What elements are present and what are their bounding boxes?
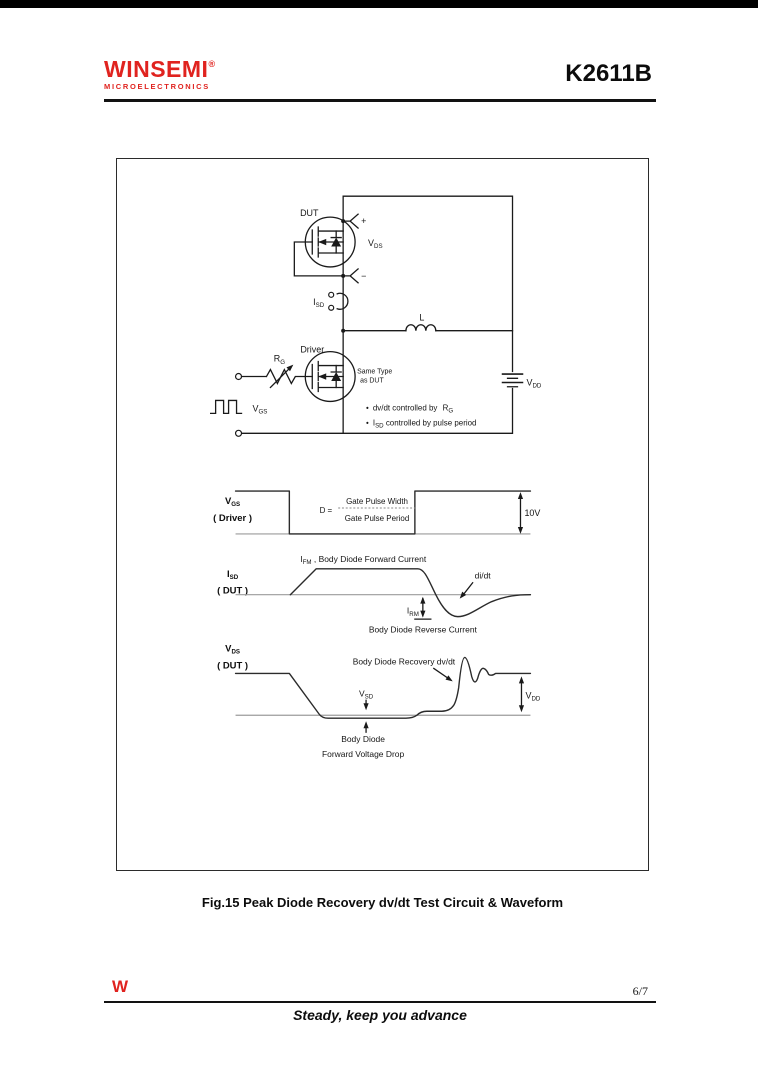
- duty-denominator: Gate Pulse Period: [345, 514, 410, 523]
- isd-waveform-label: ISD: [227, 569, 239, 581]
- logo-tagline: MICROELECTRONICS: [104, 82, 210, 91]
- minus-sign: −: [361, 271, 366, 281]
- vgs-waveform: VGS ( Driver ) D = Gate Pulse Width Gate…: [213, 490, 540, 535]
- vdd-level-arrow: VDD: [518, 676, 541, 713]
- gate-resistor-rg: RG: [234, 354, 313, 389]
- drop-label-line1: Body Diode: [341, 734, 385, 744]
- duty-cycle-label: D =: [320, 506, 333, 515]
- winsemi-logo: WINSEMI® MICROELECTRONICS: [104, 58, 215, 91]
- part-number: K2611B: [565, 60, 652, 87]
- vdd-level-label: VDD: [525, 690, 540, 702]
- same-type-line2: as DUT: [360, 377, 384, 384]
- vgs-trace: [234, 490, 532, 535]
- header-divider: [104, 99, 656, 102]
- page-top-bar: [0, 0, 758, 8]
- vds-waveform: VDS ( DUT ) Body Diode Recovery dv/dt VS…: [217, 643, 541, 759]
- test-circuit: DUT + − VDS: [209, 195, 542, 437]
- didt-label: di/dt: [475, 571, 492, 581]
- bottom-wire: [240, 387, 514, 434]
- recovery-label: Body Diode Recovery dv/dt: [353, 656, 456, 666]
- isd-trace: [289, 568, 532, 618]
- vsd-annotation: VSD: [359, 688, 374, 711]
- top-right-wire: [342, 195, 514, 373]
- pulse-source-vgs: VGS: [209, 399, 267, 437]
- forward-current-label: IFM , Body Diode Forward Current: [300, 554, 427, 566]
- vgs-waveform-context: ( Driver ): [213, 513, 252, 524]
- vds-waveform-label: VDS: [225, 643, 240, 655]
- vds-probe-minus: −: [341, 268, 366, 284]
- amplitude-label: 10V: [524, 508, 540, 518]
- figure-box: DUT + − VDS: [116, 158, 649, 871]
- figure-caption: Fig.15 Peak Diode Recovery dv/dt Test Ci…: [201, 895, 564, 910]
- isd-waveform-context: ( DUT ): [217, 586, 248, 597]
- vds-waveform-context: ( DUT ): [217, 660, 248, 671]
- amplitude-arrow: 10V: [517, 492, 540, 534]
- vds-trace: [234, 656, 532, 719]
- irm-label: IRM: [407, 606, 419, 618]
- vds-label: VDS: [368, 238, 383, 250]
- dut-label: DUT: [300, 208, 319, 218]
- footer-logo-mark: W: [112, 977, 129, 996]
- duty-numerator: Gate Pulse Width: [346, 497, 408, 506]
- rg-label: RG: [274, 354, 285, 366]
- inductor-label: L: [419, 313, 424, 323]
- footer-slogan: Steady, keep you advance: [293, 1007, 467, 1023]
- circuit-note-2: •ISD controlled by pulse period: [366, 418, 476, 429]
- vdd-source-label: VDD: [526, 377, 541, 389]
- logo-name: WINSEMI: [104, 56, 209, 82]
- irm-annotation: IRM: [407, 596, 432, 620]
- drop-label-line2: Forward Voltage Drop: [322, 749, 405, 759]
- battery-vdd: VDD: [501, 373, 542, 390]
- reverse-current-label: Body Diode Reverse Current: [369, 625, 478, 635]
- circuit-note-1: •dv/dt controlled by RG: [366, 403, 453, 414]
- didt-annotation: di/dt: [457, 571, 492, 601]
- forward-drop-annotation: Body Diode Forward Voltage Drop: [322, 721, 405, 759]
- registered-trademark-icon: ®: [208, 59, 216, 69]
- isd-label: ISD: [313, 297, 325, 309]
- page-number: 6/7: [632, 984, 648, 998]
- isd-waveform: ISD ( DUT ) IFM , Body Diode Forward Cur…: [217, 554, 532, 635]
- same-type-line1: Same Type: [357, 369, 392, 376]
- isd-current-probe: ISD: [313, 291, 349, 311]
- vgs-waveform-label: VGS: [225, 496, 240, 508]
- footer-divider: [104, 1001, 656, 1003]
- pulse-waveform-icon: [209, 399, 243, 415]
- driver-label: Driver: [300, 345, 324, 355]
- recovery-annotation: Body Diode Recovery dv/dt: [353, 656, 456, 684]
- inductor: L: [341, 313, 514, 333]
- test-circuit-and-waveform-figure: DUT + − VDS: [209, 195, 542, 759]
- vds-probe-plus: +: [341, 213, 366, 229]
- vsd-label: VSD: [359, 688, 374, 700]
- plus-sign: +: [361, 216, 366, 226]
- vgs-source-label: VGS: [252, 403, 267, 415]
- dut-gate-short-wire: [293, 241, 344, 277]
